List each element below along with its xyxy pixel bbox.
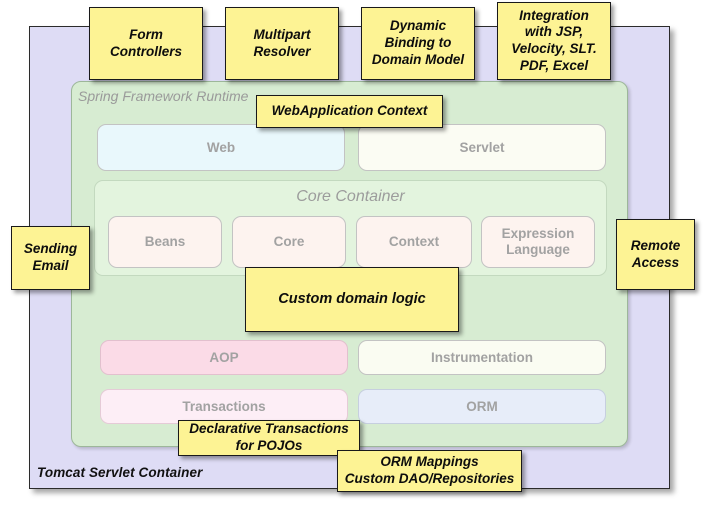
note-declarative-transactions[interactable]: Declarative Transactions for POJOs bbox=[178, 420, 360, 456]
module-web-label: Web bbox=[206, 139, 236, 155]
note-orm-mappings[interactable]: ORM Mappings Custom DAO/Repositories bbox=[337, 450, 522, 492]
note-remote-access-line-2: Access bbox=[631, 254, 680, 270]
note-orm-mappings-line-2: Custom DAO/Repositories bbox=[344, 471, 515, 486]
module-instrumentation-label: Instrumentation bbox=[430, 349, 533, 365]
module-aop-label: AOP bbox=[209, 349, 239, 365]
note-orm-mappings-line-1: ORM Mappings bbox=[380, 454, 479, 470]
note-integration-views-line-1: Integration bbox=[519, 7, 589, 23]
module-expression-language-label: Expression Language bbox=[501, 226, 575, 257]
module-transactions-label: Transactions bbox=[182, 398, 266, 414]
module-core-label: Core bbox=[273, 234, 305, 250]
note-declarative-transactions-line-2: for POJOs bbox=[235, 438, 303, 453]
module-instrumentation[interactable]: Instrumentation bbox=[358, 340, 606, 375]
module-core[interactable]: Core bbox=[232, 216, 346, 268]
note-form-controllers[interactable]: Form Controllers bbox=[89, 7, 203, 80]
note-form-controllers-line-1: Form bbox=[129, 26, 163, 42]
note-declarative-transactions-line-1: Declarative Transactions bbox=[189, 421, 349, 437]
module-beans[interactable]: Beans bbox=[108, 216, 222, 268]
note-remote-access[interactable]: Remote Access bbox=[616, 219, 695, 290]
note-sending-email[interactable]: Sending Email bbox=[11, 226, 90, 290]
note-multipart-resolver-line-2: Resolver bbox=[253, 43, 311, 59]
note-dynamic-binding-line-2: Binding to bbox=[384, 35, 452, 51]
note-dynamic-binding-line-1: Dynamic bbox=[389, 18, 447, 34]
module-beans-label: Beans bbox=[144, 234, 186, 250]
note-integration-views-line-4: PDF, Excel bbox=[519, 57, 589, 73]
note-custom-domain-logic-line-1: Custom domain logic bbox=[278, 290, 426, 307]
note-sending-email-line-1: Sending bbox=[23, 241, 78, 257]
module-aop[interactable]: AOP bbox=[100, 340, 348, 375]
note-dynamic-binding-line-3: Domain Model bbox=[371, 51, 465, 67]
note-multipart-resolver-line-1: Multipart bbox=[253, 26, 311, 42]
core-container-label: Core Container bbox=[296, 188, 405, 205]
note-form-controllers-line-2: Controllers bbox=[109, 43, 182, 59]
module-expression-language[interactable]: Expression Language bbox=[481, 216, 595, 268]
note-integration-views[interactable]: Integration with JSP, Velocity, SLT. PDF… bbox=[497, 2, 611, 80]
note-custom-domain-logic[interactable]: Custom domain logic bbox=[245, 267, 459, 332]
module-context-label: Context bbox=[388, 234, 440, 250]
spring-framework-runtime-label: Spring Framework Runtime bbox=[78, 88, 249, 104]
note-sending-email-line-2: Email bbox=[32, 258, 69, 273]
note-integration-views-line-3: Velocity, SLT. bbox=[511, 41, 597, 56]
note-multipart-resolver[interactable]: Multipart Resolver bbox=[225, 7, 339, 80]
note-webapplication-context[interactable]: WebApplication Context bbox=[256, 95, 443, 128]
module-orm[interactable]: ORM bbox=[358, 389, 606, 424]
note-webapplication-context-line-1: WebApplication Context bbox=[271, 103, 428, 119]
module-orm-label: ORM bbox=[466, 398, 498, 414]
tomcat-servlet-container-label: Tomcat Servlet Container bbox=[37, 465, 203, 480]
module-context[interactable]: Context bbox=[356, 216, 472, 268]
module-servlet[interactable]: Servlet bbox=[358, 124, 606, 171]
note-remote-access-line-1: Remote bbox=[630, 237, 681, 253]
note-integration-views-line-2: with JSP, bbox=[524, 24, 584, 40]
note-dynamic-binding[interactable]: Dynamic Binding to Domain Model bbox=[361, 7, 475, 80]
module-servlet-label: Servlet bbox=[459, 139, 505, 155]
module-transactions[interactable]: Transactions bbox=[100, 389, 348, 424]
module-web[interactable]: Web bbox=[97, 124, 345, 171]
